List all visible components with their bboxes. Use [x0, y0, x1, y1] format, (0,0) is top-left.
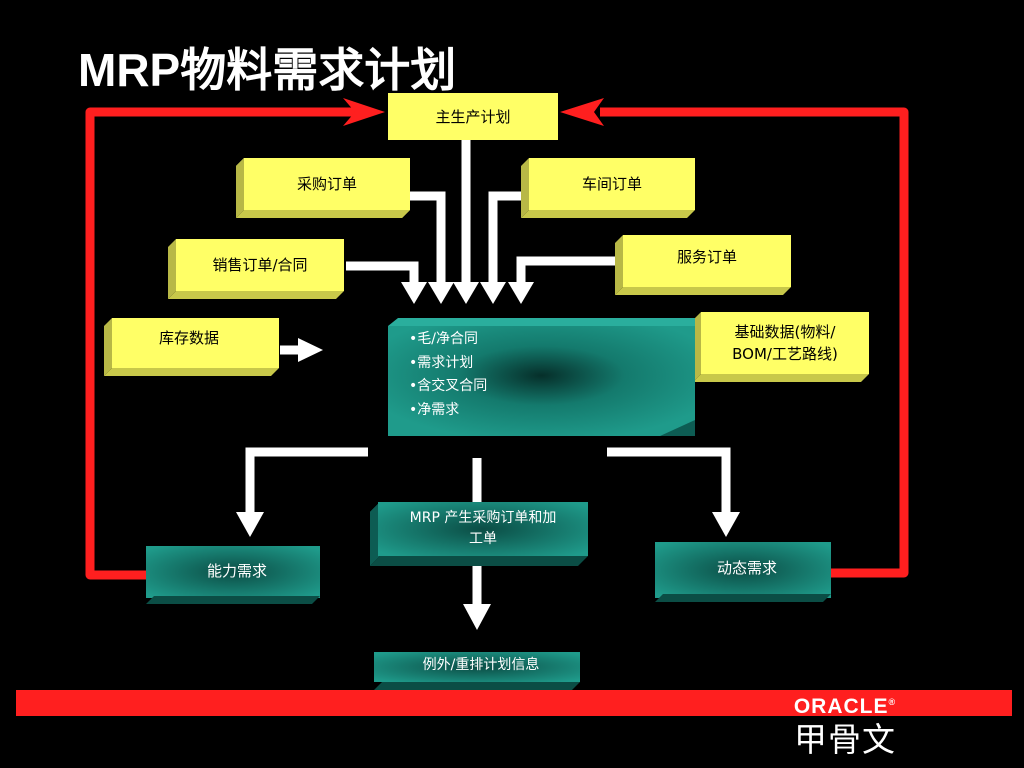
arrow-shop-order [488, 191, 524, 284]
node-master-schedule: 主生产计划 [435, 107, 511, 126]
arrow-sales-order [346, 261, 419, 284]
list-item: 毛/净合同 [409, 328, 487, 352]
arrow-head [453, 282, 479, 304]
feedback-loop-right [560, 98, 909, 578]
node-exception: 例外/重排计划信息 [422, 657, 540, 673]
node-service-order: 服务订单 [676, 248, 737, 266]
box-sales-order [168, 239, 344, 299]
list-item: 含交叉合同 [409, 375, 487, 399]
node-dynamic: 动态需求 [716, 559, 777, 577]
node-basic-data: 基础数据(物料/ BOM/工艺路线) [701, 314, 869, 372]
list-item: 净需求 [409, 399, 487, 423]
node-inventory: 库存数据 [158, 329, 219, 347]
arrow-head [480, 282, 506, 304]
node-basic-data-line2: BOM/工艺路线) [732, 345, 838, 363]
box-mrp-output [370, 502, 588, 566]
node-sales-order: 销售订单/合同 [212, 256, 308, 274]
arrow-head [712, 512, 740, 537]
footer-bar [16, 690, 1012, 716]
node-mrp-output: MRP 产生采购订单和加 工单 [380, 504, 586, 554]
box-capacity [146, 546, 320, 604]
feedback-loop-left [85, 98, 385, 580]
arrow-head [508, 282, 534, 304]
box-service-order [615, 235, 791, 295]
box-purchase-order [236, 158, 410, 218]
list-item: 需求计划 [409, 352, 487, 376]
arrow-head [401, 282, 427, 304]
box-basic-data [693, 312, 869, 382]
box-dynamic [655, 542, 831, 602]
node-purchase-order: 采购订单 [296, 175, 357, 193]
box-exception [374, 652, 580, 690]
node-mrp-output-line2: 工单 [469, 531, 497, 547]
box-inventory [104, 318, 279, 376]
box-master-schedule [388, 93, 558, 140]
box-shop-order [521, 158, 695, 218]
arrow-to-dynamic [607, 447, 731, 514]
arrow-head [236, 512, 264, 537]
red-arrow-head [343, 98, 385, 126]
node-shop-order: 车间订单 [581, 175, 642, 193]
arrow-head [298, 338, 323, 362]
arrow-purchase-order [410, 191, 446, 284]
arrow-to-capacity [245, 447, 368, 514]
node-capacity: 能力需求 [206, 562, 267, 580]
oracle-wordmark: ORACLE [793, 695, 889, 718]
arrow-head [428, 282, 454, 304]
node-mrp-output-line1: MRP 产生采购订单和加 [409, 510, 557, 526]
arrow-head [463, 604, 491, 630]
arrow-service-order [516, 256, 618, 284]
oracle-chinese-logo: 甲骨文 [794, 720, 896, 759]
red-arrow-head [560, 98, 604, 126]
mrp-core-list: 毛/净合同 需求计划 含交叉合同 净需求 [409, 328, 487, 422]
page-title: MRP物料需求计划 [78, 44, 457, 96]
oracle-logo: ORACLE® [793, 695, 897, 718]
node-basic-data-line1: 基础数据(物料/ [734, 323, 836, 341]
